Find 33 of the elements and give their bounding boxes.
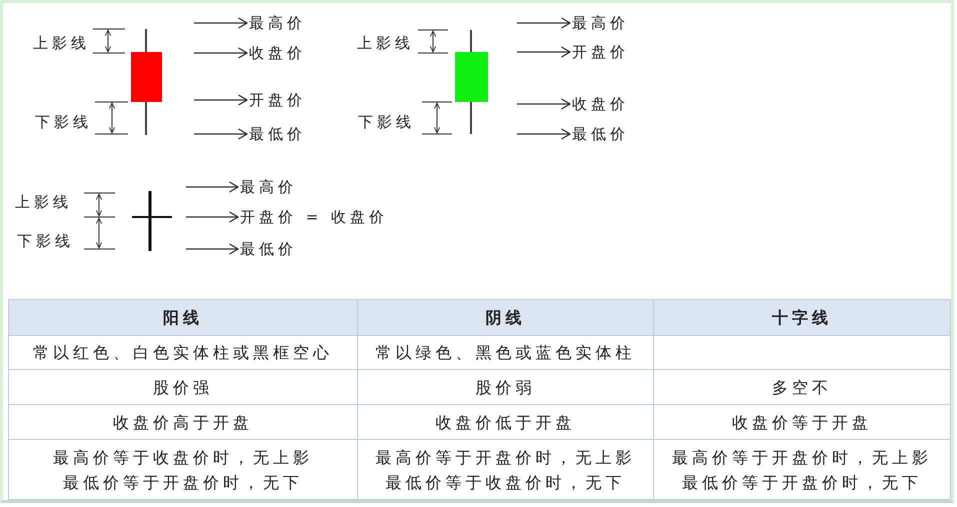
- arrow: [194, 94, 248, 106]
- shadow-label: 下影线: [35, 113, 92, 131]
- price-label: 最低价: [249, 125, 306, 143]
- price-label: 最高价: [249, 14, 306, 32]
- arrow: [517, 46, 571, 58]
- shadow-label: 下影线: [358, 113, 415, 131]
- arrow: [194, 47, 248, 59]
- price-label: 最高价: [240, 178, 297, 196]
- price-label: 开盘价: [572, 43, 629, 61]
- shadow-label: 上影线: [357, 34, 414, 52]
- price-label: 开盘价 = 收盘价: [240, 208, 388, 226]
- arrow: [186, 211, 239, 223]
- price-label: 最低价: [572, 125, 629, 143]
- price-label: 最高价: [572, 14, 629, 32]
- shadow-label: 下影线: [17, 232, 74, 250]
- price-label: 收盘价: [572, 95, 629, 113]
- table-header-cell: 阳线: [8, 299, 358, 336]
- table-header-cell: 十字线: [653, 299, 951, 336]
- table-cell: 最高价等于收盘价时，无上影最低价等于开盘价时，无下: [8, 439, 358, 500]
- arrow: [517, 17, 571, 29]
- table-header-cell: 阴线: [357, 299, 654, 336]
- price-label: 收盘价: [249, 44, 306, 62]
- price-label: 最低价: [240, 240, 297, 258]
- table-cell: 最高价等于开盘价时，无上影最低价等于开盘价时，无下: [653, 439, 951, 500]
- arrow: [186, 243, 239, 255]
- shadow-label: 上影线: [15, 193, 72, 211]
- arrow: [194, 17, 248, 29]
- arrow: [517, 128, 571, 140]
- arrow: [186, 181, 239, 193]
- arrow: [517, 98, 571, 110]
- shadow-label: 上影线: [33, 34, 90, 52]
- price-label: 开盘价: [249, 91, 306, 109]
- arrow: [194, 128, 248, 140]
